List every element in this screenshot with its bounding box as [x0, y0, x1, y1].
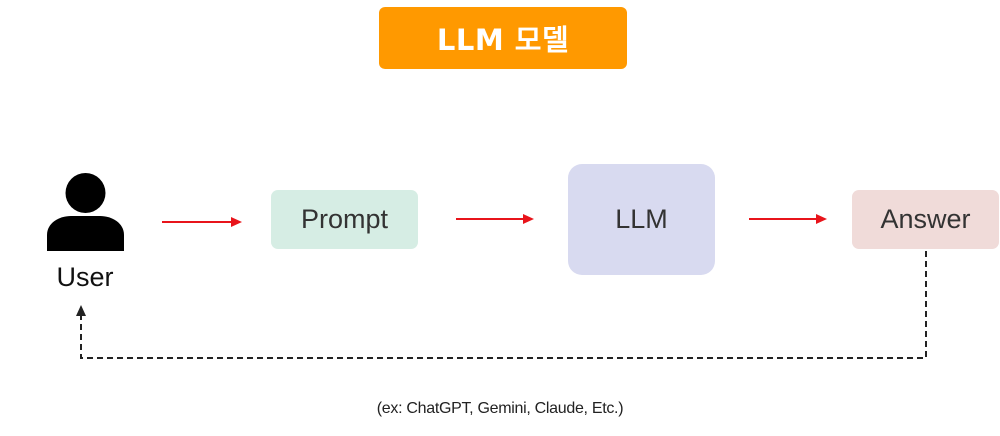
- llm-label: LLM: [615, 204, 668, 234]
- prompt-node: Prompt: [271, 190, 418, 249]
- arrow-llm-to-answer: [749, 214, 827, 224]
- user-icon: [47, 173, 124, 251]
- diagram-title: LLM 모델: [379, 7, 627, 69]
- answer-label: Answer: [880, 204, 971, 234]
- example-note: (ex: ChatGPT, Gemini, Claude, Etc.): [376, 400, 624, 417]
- arrow-answer-to-user: [76, 251, 927, 359]
- answer-node: Answer: [852, 190, 999, 249]
- prompt-label: Prompt: [300, 204, 389, 234]
- arrow-prompt-to-llm: [456, 214, 534, 224]
- llm-node: LLM: [568, 164, 715, 275]
- arrow-user-to-prompt: [162, 217, 242, 227]
- user-label: User: [56, 262, 114, 292]
